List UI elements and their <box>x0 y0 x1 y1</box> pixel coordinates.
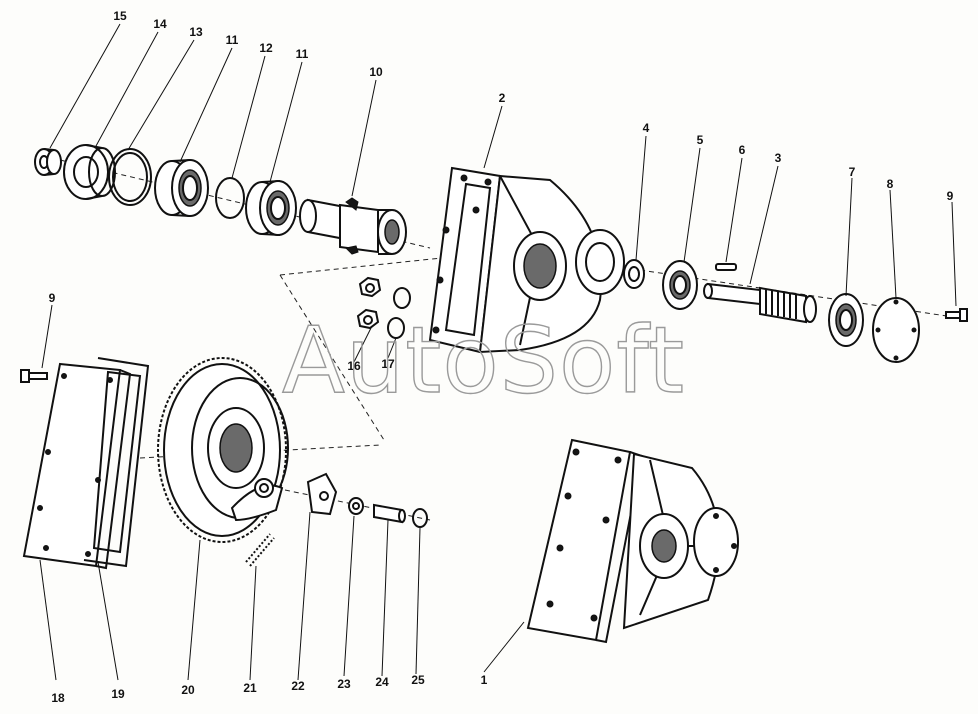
callout-4: 4 <box>643 121 650 135</box>
callout-12: 12 <box>259 41 273 55</box>
leader-lines <box>39 23 957 681</box>
callout-8: 8 <box>887 177 894 191</box>
part-16-nut <box>356 276 382 330</box>
assembly-flange-bolts <box>546 448 737 622</box>
callout-6: 6 <box>739 143 746 157</box>
part-11-bearing-right <box>245 180 297 236</box>
part-11-bearing-left <box>154 159 209 217</box>
part-3-shaft <box>703 282 817 324</box>
callout-3: 3 <box>775 151 782 165</box>
part-12-spacer-ring <box>215 177 245 219</box>
callout-2: 2 <box>499 91 506 105</box>
callout-18: 18 <box>51 691 65 705</box>
part-21-spring <box>245 533 275 567</box>
callout-23: 23 <box>337 677 351 691</box>
part-20-gear <box>157 357 289 543</box>
callout-10: 10 <box>369 65 383 79</box>
part-9-bolt-right <box>945 308 968 322</box>
callout-13: 13 <box>189 25 203 39</box>
part-23-washer <box>348 497 364 515</box>
part-5-bearing <box>662 260 698 310</box>
callout-22: 22 <box>291 679 305 693</box>
part-10-splined-shaft <box>299 197 407 255</box>
callout-25: 25 <box>411 673 425 687</box>
part-1-assembly <box>526 438 739 644</box>
callout-20: 20 <box>181 683 195 697</box>
part-14-seal <box>63 144 116 200</box>
callout-9-left: 9 <box>49 291 56 305</box>
callout-24: 24 <box>375 675 389 689</box>
callout-11a: 11 <box>226 33 239 47</box>
part-15-bushing <box>34 148 62 176</box>
callout-15: 15 <box>113 9 127 23</box>
callout-11b: 11 <box>296 47 309 61</box>
callout-16: 16 <box>347 359 361 373</box>
callout-14: 14 <box>153 17 167 31</box>
callout-17: 17 <box>381 357 395 371</box>
part-9-bolt-left <box>20 369 48 383</box>
callout-5: 5 <box>697 133 704 147</box>
callout-1: 1 <box>481 673 488 687</box>
part-25-clip <box>412 508 428 528</box>
part-18-side-cover <box>22 362 132 570</box>
callout-19: 19 <box>111 687 125 701</box>
callout-9-right: 9 <box>947 189 954 203</box>
callout-7: 7 <box>849 165 856 179</box>
callout-labels: 15 14 13 11 12 11 10 2 4 5 6 3 7 8 9 9 1… <box>49 9 954 705</box>
watermark-text: AutoSoft <box>282 307 685 414</box>
part-19-gasket <box>83 357 150 568</box>
part-13-circlip <box>108 148 152 206</box>
part-4-seal <box>623 259 645 289</box>
part-8-cover-plate <box>872 297 920 363</box>
part-24-pin <box>373 503 406 524</box>
housing-flange-bolts <box>432 174 492 334</box>
part-7-bearing <box>828 293 864 347</box>
part-2-housing <box>428 166 625 354</box>
part-6-key <box>715 263 737 271</box>
callout-21: 21 <box>243 681 257 695</box>
part-22-lever <box>306 472 338 516</box>
